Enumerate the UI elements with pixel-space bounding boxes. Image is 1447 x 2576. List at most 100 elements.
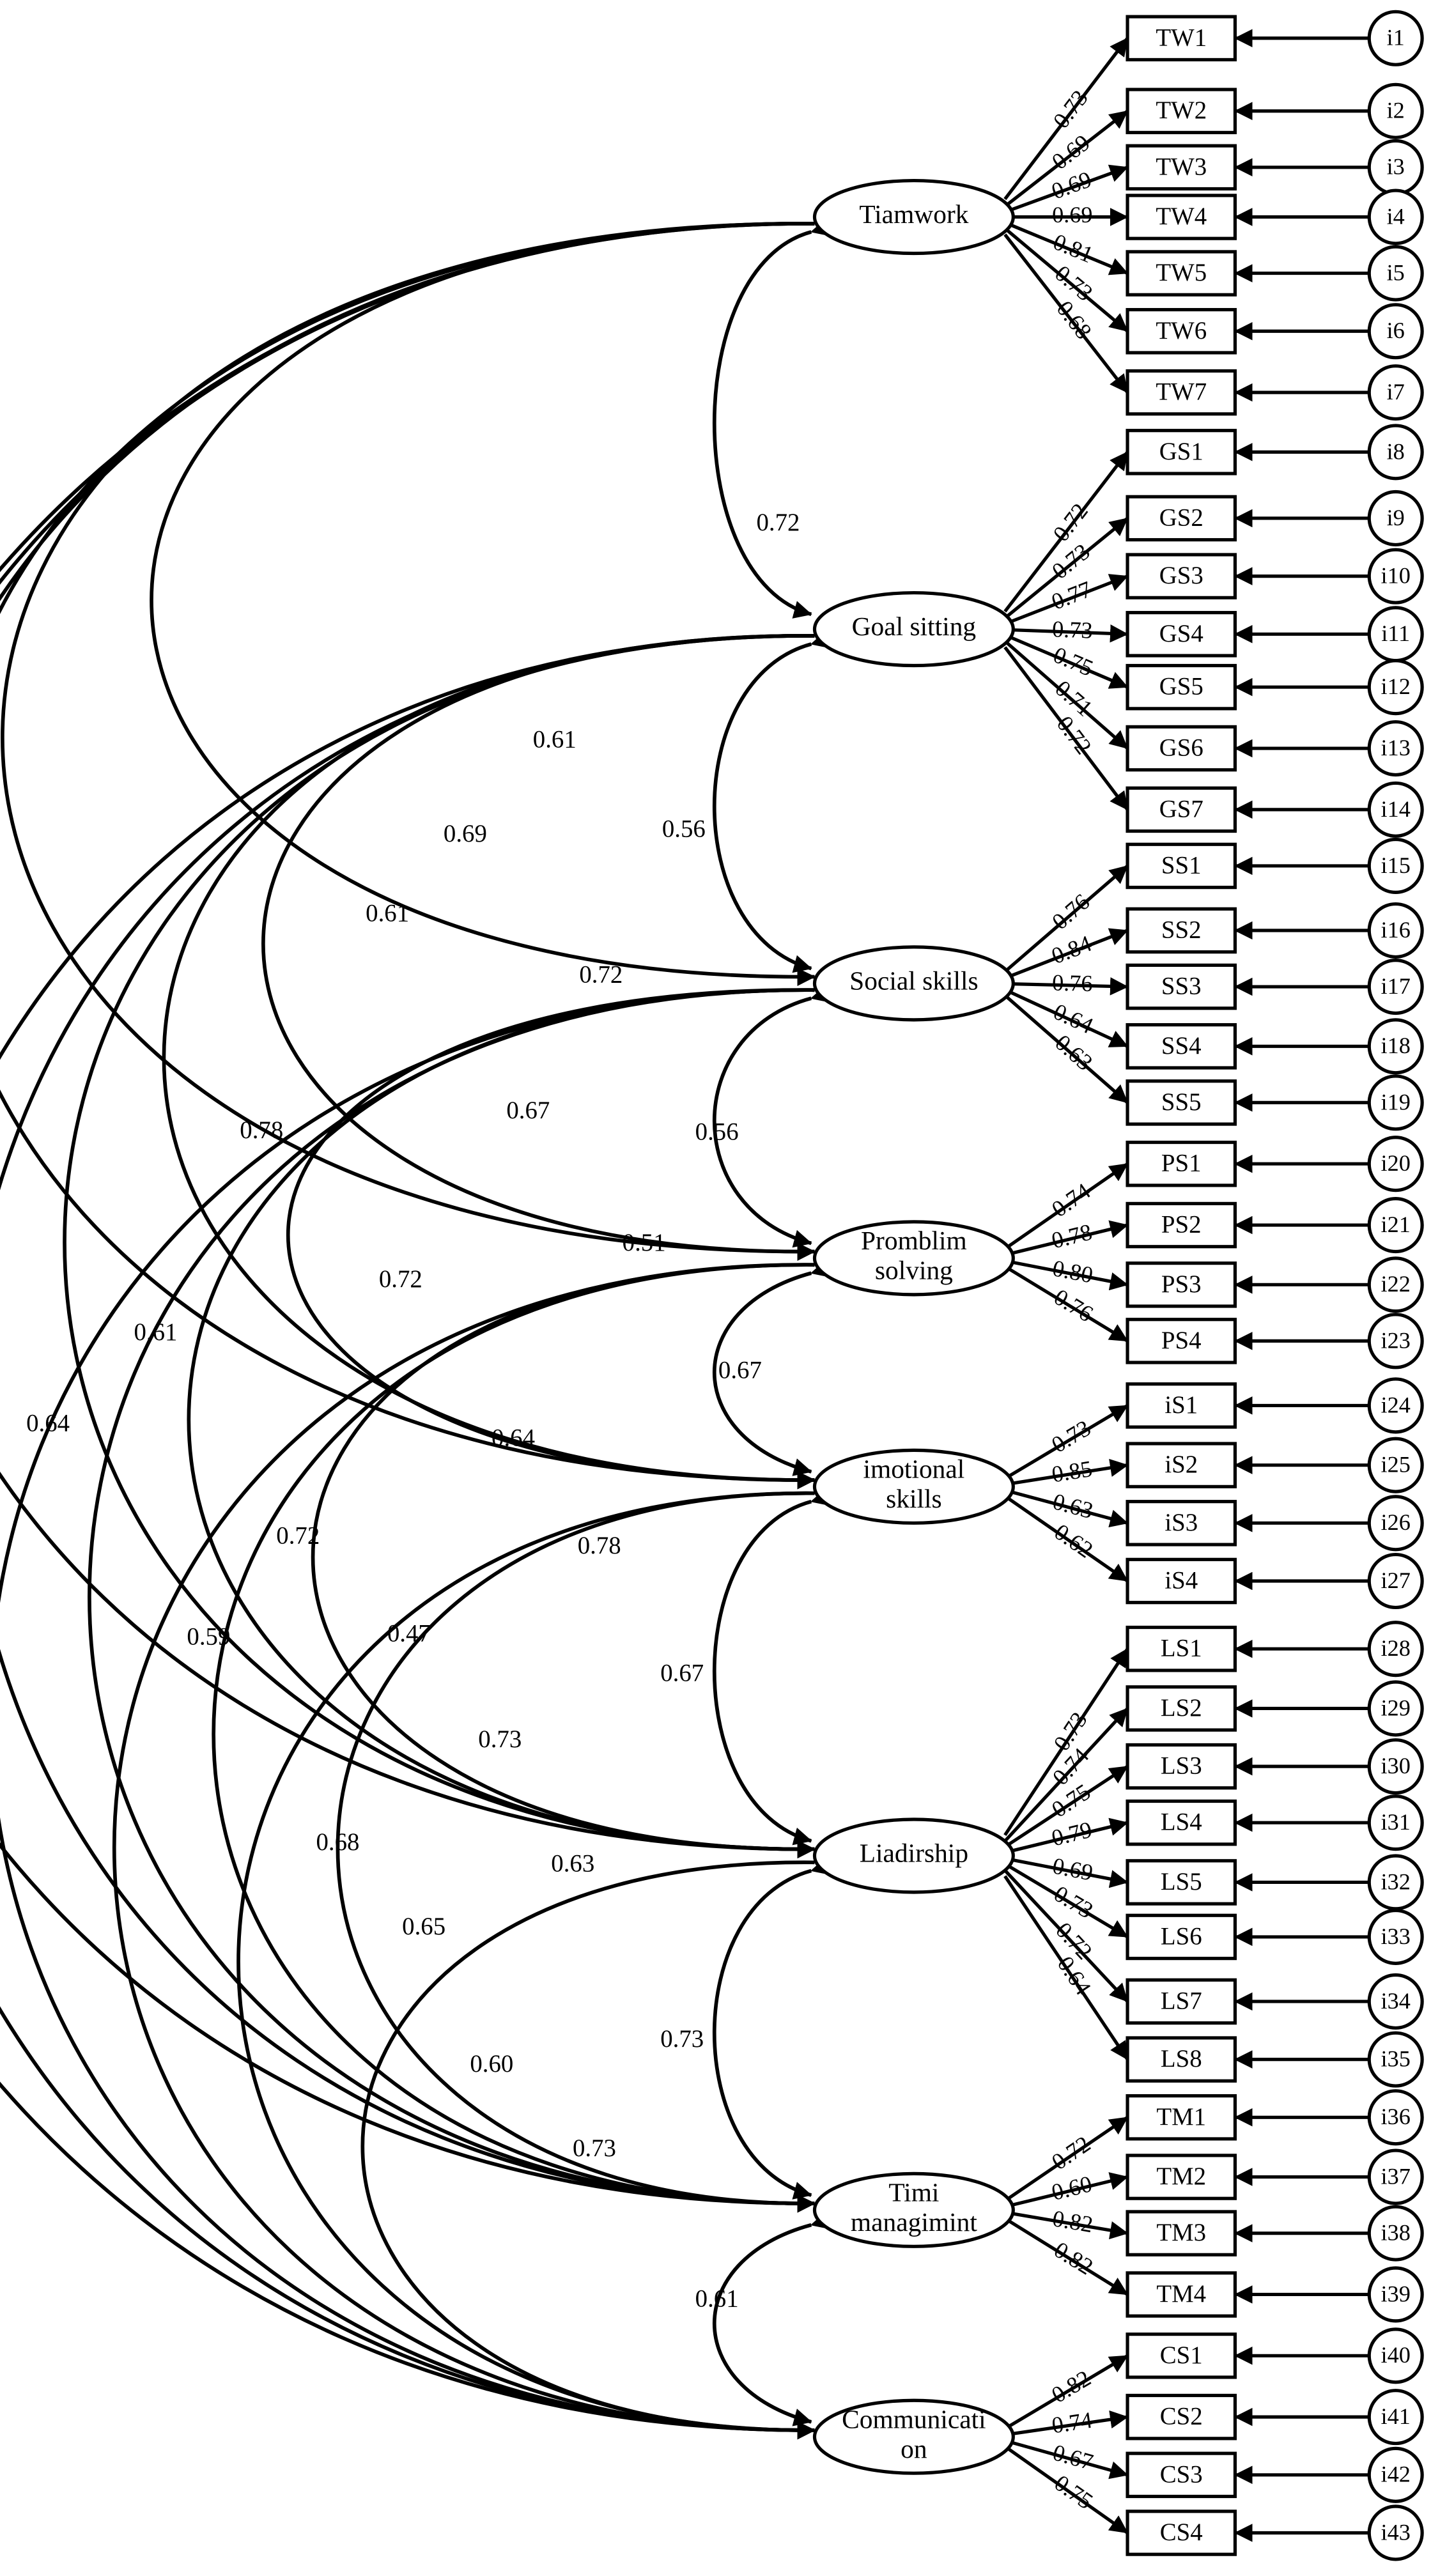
error-term-circle: [1367, 1552, 1424, 1610]
error-term-label: i19: [1381, 1089, 1411, 1114]
covariance-value: 0.61: [366, 900, 409, 927]
indicator-label: TM1: [1156, 2103, 1206, 2131]
loading-value: 0.76: [1049, 1284, 1097, 1327]
indicator-label: CS2: [1160, 2403, 1203, 2430]
loading-value: 0.74: [1050, 2407, 1094, 2439]
loading-arrow: [1004, 2439, 1129, 2480]
loading-arrow: [1004, 928, 1129, 980]
indicator-box: [1126, 1382, 1237, 1429]
indicator-label: TW2: [1156, 96, 1207, 124]
indicator-label: GS4: [1159, 620, 1203, 647]
error-term-label: i4: [1387, 203, 1405, 229]
error-term-circle: [1367, 2031, 1424, 2088]
indicator-box: [1126, 2271, 1237, 2318]
loading-value: 0.69: [1051, 1853, 1095, 1885]
covariance-value: 0.61: [695, 2285, 739, 2313]
loading-arrow: [1004, 633, 1129, 689]
indicator-label: TW3: [1156, 153, 1207, 180]
indicator-box: [1126, 786, 1237, 833]
covariance-value: 0.64: [26, 1409, 70, 1437]
indicator-box: [1126, 144, 1237, 191]
covariance-arc: [713, 1488, 831, 1846]
covariance-value: 0.78: [240, 1116, 283, 1144]
covariance-arc: [713, 1857, 831, 2200]
indicator-label: PS2: [1161, 1211, 1202, 1238]
covariance-value: 0.68: [316, 1828, 359, 1856]
loading-arrow: [1004, 988, 1129, 1048]
covariance-arc: [112, 1256, 832, 2440]
covariance-arcs: [0, 214, 832, 2440]
indicator-box: [1126, 842, 1237, 890]
error-term-label: i6: [1387, 318, 1405, 343]
loading-arrow: [1003, 1494, 1129, 1583]
indicator-label: TM4: [1156, 2280, 1206, 2308]
error-term-circle: [1367, 548, 1424, 605]
error-term-label: i42: [1381, 2462, 1411, 2487]
indicator-label: LS7: [1161, 1987, 1202, 2014]
error-term-label: i8: [1387, 438, 1405, 464]
loading-value: 0.69: [1052, 202, 1092, 228]
loading-value: 0.73: [1047, 1415, 1095, 1458]
error-term-label: i25: [1381, 1452, 1411, 1477]
factor-loading-arrows: [1003, 37, 1129, 2534]
indicator-label: LS4: [1161, 1809, 1202, 1836]
covariance-arc: [713, 218, 831, 619]
error-term-circle: [1367, 364, 1424, 421]
covariance-value: 0.61: [134, 1318, 178, 1346]
error-term-label: i16: [1381, 917, 1411, 943]
covariance-value: 0.61: [533, 726, 576, 753]
error-term-circle: [1367, 424, 1424, 481]
latent-factor-label: Timi: [888, 2178, 939, 2207]
error-term-arrows: [1234, 29, 1370, 2542]
loading-arrow: [1004, 2210, 1129, 2240]
indicator-label: LS5: [1161, 1868, 1202, 1895]
loading-arrow: [1004, 1488, 1129, 1528]
loading-value: 0.67: [1050, 2439, 1096, 2475]
indicator-label: GS5: [1159, 673, 1203, 700]
loading-value: 0.85: [1050, 1456, 1094, 1487]
loading-arrow: [1003, 864, 1129, 973]
error-term-label: i36: [1381, 2104, 1411, 2129]
error-term-circle: [1367, 2389, 1424, 2446]
indicator-label: iS3: [1165, 1509, 1198, 1536]
latent-factor-ellipse: [812, 178, 1015, 256]
covariance-value: 0.72: [756, 509, 800, 536]
loading-value: 0.63: [1050, 1488, 1096, 1523]
covariance-value: 0.56: [662, 815, 706, 842]
error-term-label: i41: [1381, 2403, 1411, 2429]
loading-value: 0.64: [1049, 999, 1097, 1039]
latent-factor-label: managimint: [851, 2207, 977, 2237]
error-term-circle: [1367, 1377, 1424, 1434]
loading-arrow: [1003, 640, 1129, 750]
latent-factor-label: Communicati: [842, 2404, 986, 2433]
covariance-value: 0.51: [623, 1229, 666, 1256]
indicator-box: [1126, 1625, 1237, 1672]
indicator-label: TM2: [1156, 2163, 1206, 2190]
loading-value: 0.60: [1049, 2171, 1094, 2205]
indicator-label: PS4: [1161, 1327, 1202, 1354]
covariance-arc: [0, 626, 832, 2440]
error-term-label: i24: [1381, 1392, 1411, 1417]
covariance-value: 0.63: [551, 1849, 594, 1877]
error-term-circle: [1367, 1738, 1424, 1795]
covariance-arc: [88, 981, 832, 2213]
loading-arrow: [1003, 37, 1129, 201]
loading-arrow: [1003, 109, 1129, 208]
covariance-value: 0.59: [187, 1623, 230, 1651]
error-term-label: i21: [1381, 1212, 1411, 1237]
error-term-circle: [1367, 2205, 1424, 2262]
latent-factor-ellipse: [812, 2171, 1015, 2248]
loading-arrow: [1003, 516, 1129, 620]
error-term-label: i17: [1381, 973, 1411, 999]
covariance-value: 0.73: [660, 2025, 704, 2053]
indicator-label: GS3: [1159, 562, 1203, 589]
indicator-label: CS4: [1160, 2518, 1203, 2546]
indicator-box: [1126, 1500, 1237, 1546]
error-term-circle: [1367, 1313, 1424, 1369]
loading-value: 0.73: [1052, 616, 1094, 643]
indicator-box: [1126, 1318, 1237, 1364]
indicator-box: [1126, 1201, 1237, 1249]
error-term-label: i18: [1381, 1033, 1411, 1058]
indicator-label: iS4: [1165, 1567, 1198, 1594]
